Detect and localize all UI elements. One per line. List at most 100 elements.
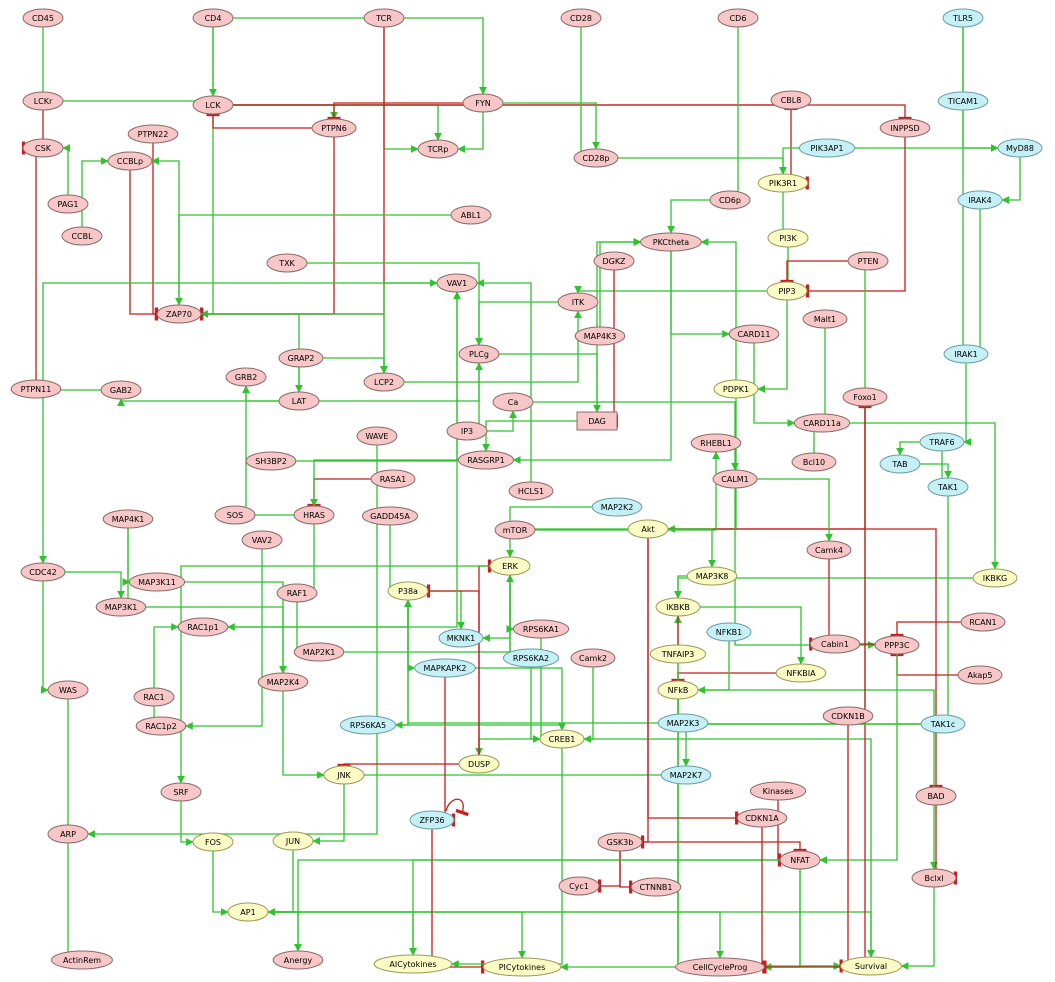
node-tnfaip3: TNFAIP3 xyxy=(649,644,707,664)
edge-cdc42-to-was xyxy=(40,581,49,694)
node-label-grb2: GRB2 xyxy=(235,373,257,382)
node-shape-map2k2 xyxy=(591,497,643,517)
node-shape-cd28 xyxy=(560,8,602,28)
edge-foxo1-to-survival xyxy=(839,406,866,973)
node-ip3: IP3 xyxy=(446,421,488,441)
node-label-cabin1: Cabin1 xyxy=(821,640,849,649)
edge-akt-to-gsk3b xyxy=(640,538,649,849)
edge-lat-to-grb2 xyxy=(242,385,279,402)
node-label-erk: ERK xyxy=(502,562,519,571)
node-label-cd6p: CD6p xyxy=(719,196,741,205)
node-lck: LCK xyxy=(192,95,234,115)
node-rcan1: RCAN1 xyxy=(960,612,1006,632)
node-dusp: DUSP xyxy=(458,754,500,774)
node-label-cd28: CD28 xyxy=(570,14,592,23)
node-label-ticam1: TICAM1 xyxy=(947,97,978,106)
edge-irak1-to-traf6 xyxy=(963,363,972,446)
edge-lckr-to-lck xyxy=(63,95,217,104)
node-ccblp: CCBLp xyxy=(107,151,153,171)
node-label-cyc1: Cyc1 xyxy=(569,882,589,891)
node-label-gab2: GAB2 xyxy=(110,386,132,395)
node-shape-kinases xyxy=(749,781,807,801)
edge-p38a-to-rps6ka5 xyxy=(394,600,409,729)
node-rac1: RAC1 xyxy=(133,687,175,707)
node-label-cd4: CD4 xyxy=(205,14,222,23)
node-label-tcr: TCR xyxy=(375,14,392,23)
edge-ap1-to-survival xyxy=(268,911,875,958)
edge-bad-to-bclxl xyxy=(935,805,958,885)
edge-grb2-to-sos xyxy=(245,386,256,519)
node-label-arp: ARP xyxy=(60,830,76,839)
node-label-fyn: FYN xyxy=(475,99,490,108)
node-shape-dag xyxy=(576,411,618,431)
edge-nfat-to-cellcycleprog xyxy=(763,869,801,971)
edge-cd28p-to-pik3r1 xyxy=(618,157,787,175)
node-shape-erk xyxy=(489,556,531,576)
edge-akt-to-map3k8 xyxy=(668,528,716,568)
node-label-abl1: ABL1 xyxy=(461,211,482,220)
edge-irak4-to-irak1 xyxy=(979,209,989,358)
edge-tak1c-to-map2k3 xyxy=(679,723,921,733)
node-shape-cd6 xyxy=(717,8,759,28)
node-anergy: Anergy xyxy=(272,950,324,970)
node-label-creb1: CREB1 xyxy=(549,735,576,744)
node-map3k1: MAP3K1 xyxy=(95,597,147,617)
node-label-pkctheta: PKCtheta xyxy=(653,238,689,247)
node-label-cdkn1a: CDKN1A xyxy=(745,814,779,823)
node-shape-was xyxy=(47,680,89,700)
node-cd28: CD28 xyxy=(560,8,602,28)
node-shape-ppp3c xyxy=(874,635,920,655)
edge-kinases-to-nfat xyxy=(777,800,782,867)
node-txk: TXK xyxy=(266,253,308,273)
node-label-nfkb1: NFKB1 xyxy=(716,628,742,637)
edge-rac1p1-to-p38a xyxy=(227,599,412,628)
node-shape-ptpn11 xyxy=(10,379,62,399)
node-label-kinases: Kinases xyxy=(763,787,794,796)
node-label-tak1: TAK1 xyxy=(937,483,958,492)
node-shape-mapkapk2 xyxy=(414,658,476,678)
node-shape-rasgrp1 xyxy=(457,450,515,470)
node-shape-rasa1 xyxy=(370,469,416,489)
node-akap5: Akap5 xyxy=(957,665,1003,685)
node-label-akap5: Akap5 xyxy=(967,671,992,680)
node-shape-anergy xyxy=(272,950,324,970)
node-dgkz: DGKZ xyxy=(593,251,635,271)
edge-gadd45a-to-p38a xyxy=(387,525,396,595)
node-label-lcp2: LCP2 xyxy=(374,378,394,387)
node-ptpn22: PTPN22 xyxy=(127,124,179,144)
node-cdc42: CDC42 xyxy=(20,562,66,582)
edge-creb1-to-aicytokines xyxy=(451,748,563,968)
node-pik3ap1: PIK3AP1 xyxy=(798,138,856,158)
node-malt1: Malt1 xyxy=(802,309,848,329)
node-shape-pten xyxy=(847,251,889,271)
node-sh3bp2: SH3BP2 xyxy=(245,451,297,471)
node-shape-pi3k xyxy=(767,228,809,248)
node-shape-tcrp xyxy=(417,139,459,159)
node-shape-foxo1 xyxy=(842,387,888,407)
edge-map2k4-to-jnk xyxy=(282,691,325,779)
node-shape-ptpn22 xyxy=(127,124,179,144)
node-csk: CSK xyxy=(22,138,64,158)
node-shape-cd28p xyxy=(573,148,619,168)
node-label-ppp3c: PPP3C xyxy=(884,641,910,650)
node-label-irak1: IRAK1 xyxy=(954,350,977,359)
edge-nfat-to-survival xyxy=(799,869,842,970)
node-label-bcl10: Bcl10 xyxy=(803,458,825,467)
node-label-map3k8: MAP3K8 xyxy=(696,572,729,581)
node-rps6ka2: RPS6KA2 xyxy=(502,648,560,668)
node-lat: LAT xyxy=(278,391,320,411)
edge-gsk3b-to-ctnnb1 xyxy=(619,851,633,894)
edge-ptpn6-to-lck xyxy=(206,112,312,129)
node-shape-abl1 xyxy=(450,205,492,225)
node-label-tak1c: TAK1c xyxy=(930,720,955,729)
node-label-pi3k: PI3K xyxy=(779,234,797,243)
edge-dusp-to-erk xyxy=(478,559,492,755)
node-label-zap70: ZAP70 xyxy=(166,310,192,319)
edge-vav1-to-cdc42 xyxy=(39,282,437,564)
node-shape-ticam1 xyxy=(937,91,989,111)
edge-grap2-to-lcp2 xyxy=(323,357,388,374)
edge-ptpn6-to-zap70 xyxy=(199,137,335,321)
edge-rps6ka5-to-creb1 xyxy=(395,722,566,731)
node-shape-irak1 xyxy=(943,344,989,364)
node-erk: ERK xyxy=(489,556,531,576)
